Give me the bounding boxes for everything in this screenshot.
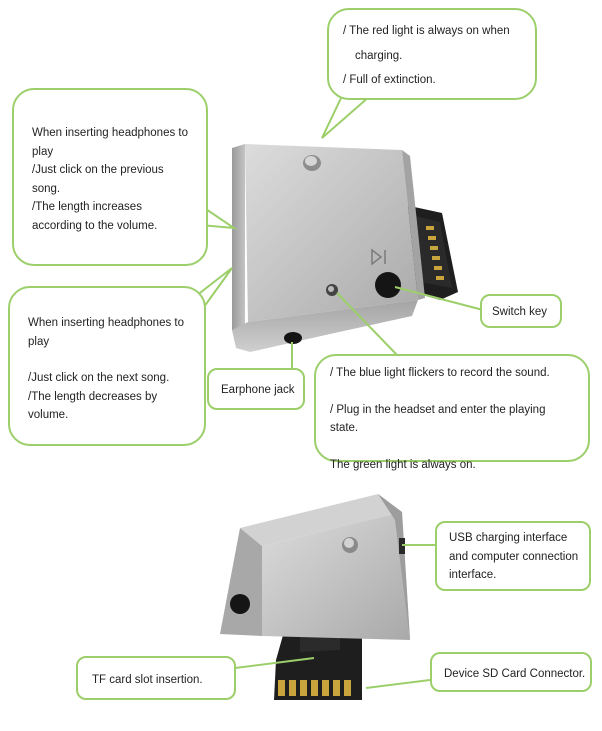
sd-connector-label: Device SD Card Connector. [444, 668, 586, 680]
prev-song-line2: play [32, 145, 54, 158]
usb-line2: and computer connection [449, 550, 579, 563]
usb-line1: USB charging interface [449, 532, 568, 544]
callout-blue-light: / The blue light flickers to record the … [314, 354, 590, 471]
callout-sd-connector: Device SD Card Connector. [430, 652, 592, 692]
next-song-line2: play [28, 335, 50, 348]
callout-red-light: / The red light is always on when chargi… [327, 8, 537, 100]
red-light-line3: / Full of extinction. [343, 74, 436, 86]
tail-red-light [321, 95, 373, 139]
callout-usb-interface: USB charging interface and computer conn… [435, 521, 591, 591]
prev-song-line4: song. [32, 182, 61, 195]
callout-next-song: When inserting headphones to play /Just … [8, 286, 206, 446]
prev-song-line6: according to the volume. [32, 219, 158, 232]
prev-song-line3: /Just click on the previous [32, 164, 164, 176]
red-light-line1: / The red light is always on when [343, 25, 510, 37]
leader-lines [234, 286, 484, 689]
device-bottom [220, 494, 410, 700]
next-song-line5: volume. [28, 409, 69, 421]
next-song-line4: /The length decreases by [28, 390, 158, 403]
blue-light-line1: / The blue light flickers to record the … [330, 367, 550, 379]
red-light-line2: charging. [355, 49, 403, 62]
blue-light-line2: / Plug in the headset and enter the play… [330, 403, 546, 435]
callout-switch-key: Switch key [480, 294, 562, 328]
tf-card-label: TF card slot insertion. [92, 674, 203, 686]
usb-line3: interface. [449, 569, 497, 581]
prev-song-line1: When inserting headphones to [32, 127, 188, 139]
switch-key-label: Switch key [492, 306, 547, 318]
next-song-line3: /Just click on the next song. [28, 372, 170, 384]
blue-light-line3: The green light is always on. [330, 458, 476, 471]
device-top [232, 144, 458, 352]
next-song-line1: When inserting headphones to [28, 317, 184, 329]
earphone-jack-label: Earphone jack [221, 384, 295, 396]
callout-previous-song: When inserting headphones to play /Just … [12, 88, 208, 266]
prev-song-line5: /The length increases [32, 201, 142, 213]
callout-tf-card-slot: TF card slot insertion. [76, 656, 236, 700]
callout-earphone-jack: Earphone jack [207, 368, 305, 410]
